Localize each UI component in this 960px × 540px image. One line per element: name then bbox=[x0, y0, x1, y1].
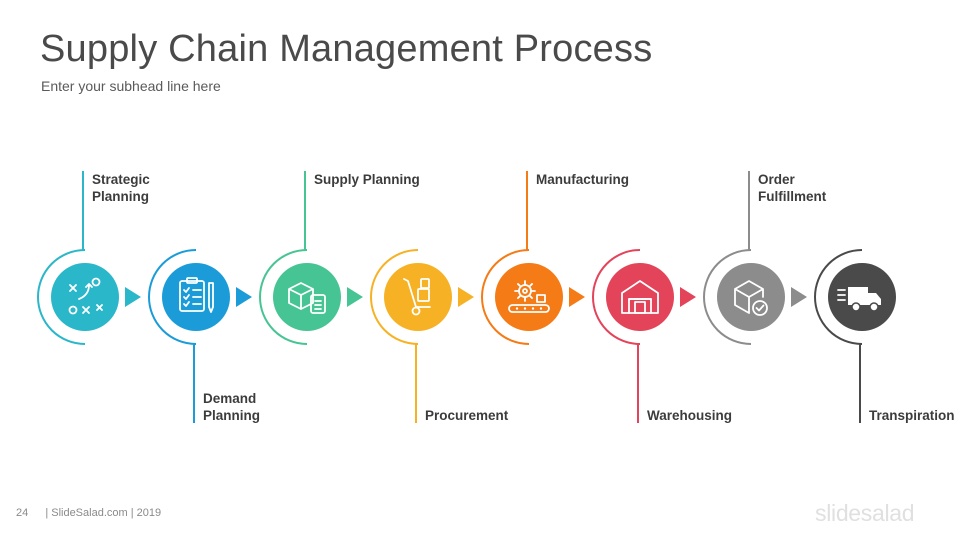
step-arc bbox=[481, 249, 530, 345]
footer-credit: | SlideSalad.com | 2019 bbox=[45, 507, 162, 519]
page-number: 24 bbox=[16, 507, 29, 519]
step-arrow bbox=[569, 287, 585, 307]
process-step-6 bbox=[592, 249, 696, 423]
process-step-7 bbox=[703, 171, 807, 345]
step-label: Warehousing bbox=[647, 408, 733, 423]
step-arc bbox=[703, 249, 752, 345]
strategy-icon bbox=[68, 277, 103, 315]
package-list-icon bbox=[288, 282, 326, 314]
process-step-4 bbox=[370, 249, 474, 423]
step-circle bbox=[495, 263, 563, 331]
process-step-5 bbox=[481, 171, 585, 345]
step-arc bbox=[592, 249, 641, 345]
step-arrow bbox=[791, 287, 807, 307]
hand-truck-icon bbox=[403, 278, 431, 316]
process-step-8 bbox=[814, 249, 896, 423]
brand-logo: slidesalad bbox=[815, 500, 915, 526]
step-arc bbox=[148, 249, 197, 345]
step-arc bbox=[37, 249, 86, 345]
gear-conveyor-icon bbox=[508, 280, 550, 313]
step-label: Manufacturing bbox=[536, 172, 629, 187]
step-circle bbox=[717, 263, 785, 331]
step-label: Order Fulfillment bbox=[758, 172, 827, 204]
step-arc bbox=[259, 249, 308, 345]
footer: 24 | SlideSalad.com | 2019 bbox=[16, 507, 175, 519]
step-label: Supply Planning bbox=[314, 172, 420, 187]
process-step-1 bbox=[37, 171, 141, 345]
delivery-truck-icon bbox=[837, 287, 881, 312]
checklist-icon bbox=[179, 277, 214, 313]
step-arrow bbox=[236, 287, 252, 307]
warehouse-icon bbox=[621, 280, 659, 314]
step-label: Demand Planning bbox=[203, 391, 260, 423]
step-label: Procurement bbox=[425, 408, 509, 423]
step-circle bbox=[273, 263, 341, 331]
step-arrow bbox=[125, 287, 141, 307]
step-circle bbox=[51, 263, 119, 331]
box-check-icon bbox=[734, 280, 768, 316]
step-arrow bbox=[680, 287, 696, 307]
step-label: Transpiration bbox=[869, 408, 955, 423]
step-circle bbox=[606, 263, 674, 331]
process-step-2 bbox=[148, 249, 252, 423]
step-label: Strategic Planning bbox=[92, 172, 150, 204]
step-arc bbox=[370, 249, 419, 345]
step-arrow bbox=[347, 287, 363, 307]
step-arrow bbox=[458, 287, 474, 307]
page-title: Supply Chain Management Process bbox=[40, 28, 653, 70]
step-arc bbox=[814, 249, 863, 345]
page-subhead: Enter your subhead line here bbox=[41, 78, 221, 94]
process-step-3 bbox=[259, 171, 363, 345]
